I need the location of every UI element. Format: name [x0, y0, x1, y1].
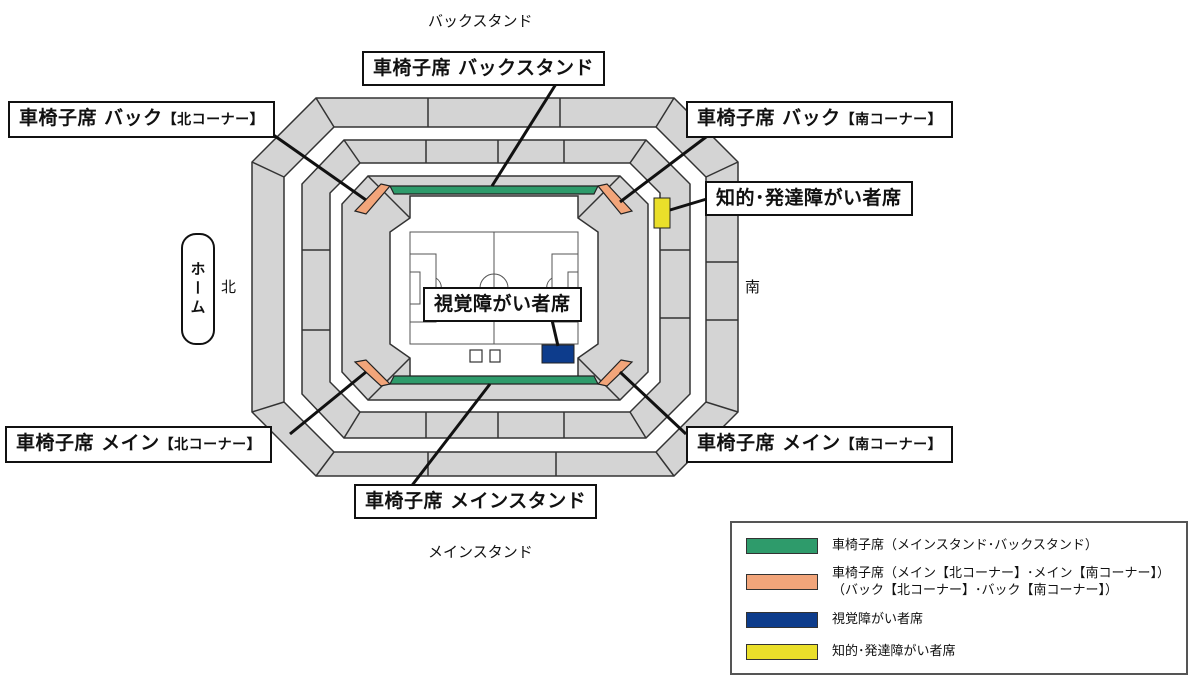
callout-sub: 【北コーナー】 — [162, 112, 265, 128]
legend-item-wheelchair-stand: 車椅子席（メインスタンド･バックスタンド） — [746, 537, 1098, 554]
legend-swatch — [746, 611, 818, 628]
callout-wheelchair-back-north: 車椅子席 バック【北コーナー】 — [8, 101, 276, 138]
legend-label: 視覚障がい者席 — [832, 612, 924, 627]
wheelchair-main-stand-seat — [389, 375, 599, 385]
callout-text: 車椅子席 バック — [697, 107, 841, 129]
legend-swatch — [746, 574, 818, 590]
callout-text: 車椅子席 メイン — [16, 432, 160, 454]
legend-swatch — [746, 643, 818, 660]
callout-visual: 視覚障がい者席 — [423, 287, 582, 322]
tunnel-entrances — [469, 349, 501, 363]
legend-label-line: （バック【北コーナー】･バック【南コーナー】） — [832, 583, 1119, 598]
legend: 車椅子席（メインスタンド･バックスタンド） 車椅子席（メイン【北コーナー】･メイ… — [730, 521, 1188, 675]
wheelchair-main-south-seat — [596, 359, 634, 387]
callout-wheelchair-main-stand: 車椅子席 メインスタンド — [354, 484, 598, 519]
callout-sub: 【南コーナー】 — [840, 112, 943, 128]
home-side-label: ホーム — [181, 233, 215, 345]
south-label: 南 — [745, 278, 761, 296]
callout-sub: 【南コーナー】 — [840, 437, 943, 453]
callout-text: 知的･発達障がい者席 — [716, 187, 902, 209]
callout-text: 車椅子席 バックスタンド — [373, 57, 595, 79]
callout-sub: 【北コーナー】 — [159, 437, 262, 453]
callout-wheelchair-main-north: 車椅子席 メイン【北コーナー】 — [5, 426, 273, 463]
leader-lines — [271, 83, 711, 489]
callout-wheelchair-back-south: 車椅子席 バック【南コーナー】 — [686, 101, 954, 138]
legend-label: 車椅子席（メインスタンド･バックスタンド） — [832, 538, 1098, 553]
north-label: 北 — [221, 278, 237, 296]
outer-dividers — [251, 97, 739, 477]
wheelchair-back-south-seat — [596, 183, 634, 215]
callout-wheelchair-main-south: 車椅子席 メイン【南コーナー】 — [686, 426, 954, 463]
wheelchair-back-north-seat — [353, 183, 392, 215]
legend-label-line: 車椅子席（メイン【北コーナー】･メイン【南コーナー】） — [832, 566, 1171, 581]
visual-impairment-seat — [541, 344, 575, 364]
callout-wheelchair-back-stand: 車椅子席 バックスタンド — [362, 51, 606, 86]
callout-text: 視覚障がい者席 — [434, 293, 571, 315]
legend-item-visual: 視覚障がい者席 — [746, 611, 923, 628]
callout-intellectual: 知的･発達障がい者席 — [705, 181, 913, 216]
legend-label: 知的･発達障がい者席 — [832, 644, 956, 659]
legend-label: 車椅子席（メイン【北コーナー】･メイン【南コーナー】） （バック【北コーナー】･… — [832, 565, 1170, 599]
legend-item-wheelchair-corner: 車椅子席（メイン【北コーナー】･メイン【南コーナー】） （バック【北コーナー】･… — [746, 565, 1170, 599]
lower-dividers — [367, 175, 621, 401]
wheelchair-back-stand-seat — [389, 185, 599, 195]
legend-swatch — [746, 537, 818, 554]
upper-dividers — [302, 139, 690, 439]
main-stand-label: メインスタンド — [428, 543, 533, 561]
callout-text: 車椅子席 メイン — [697, 432, 841, 454]
intellectual-disability-seat — [653, 197, 671, 229]
wheelchair-main-north-seat — [353, 359, 392, 387]
callout-text: 車椅子席 メインスタンド — [365, 490, 587, 512]
callout-text: 車椅子席 バック — [19, 107, 163, 129]
legend-item-intellectual: 知的･発達障がい者席 — [746, 643, 956, 660]
back-stand-label: バックスタンド — [428, 12, 533, 30]
